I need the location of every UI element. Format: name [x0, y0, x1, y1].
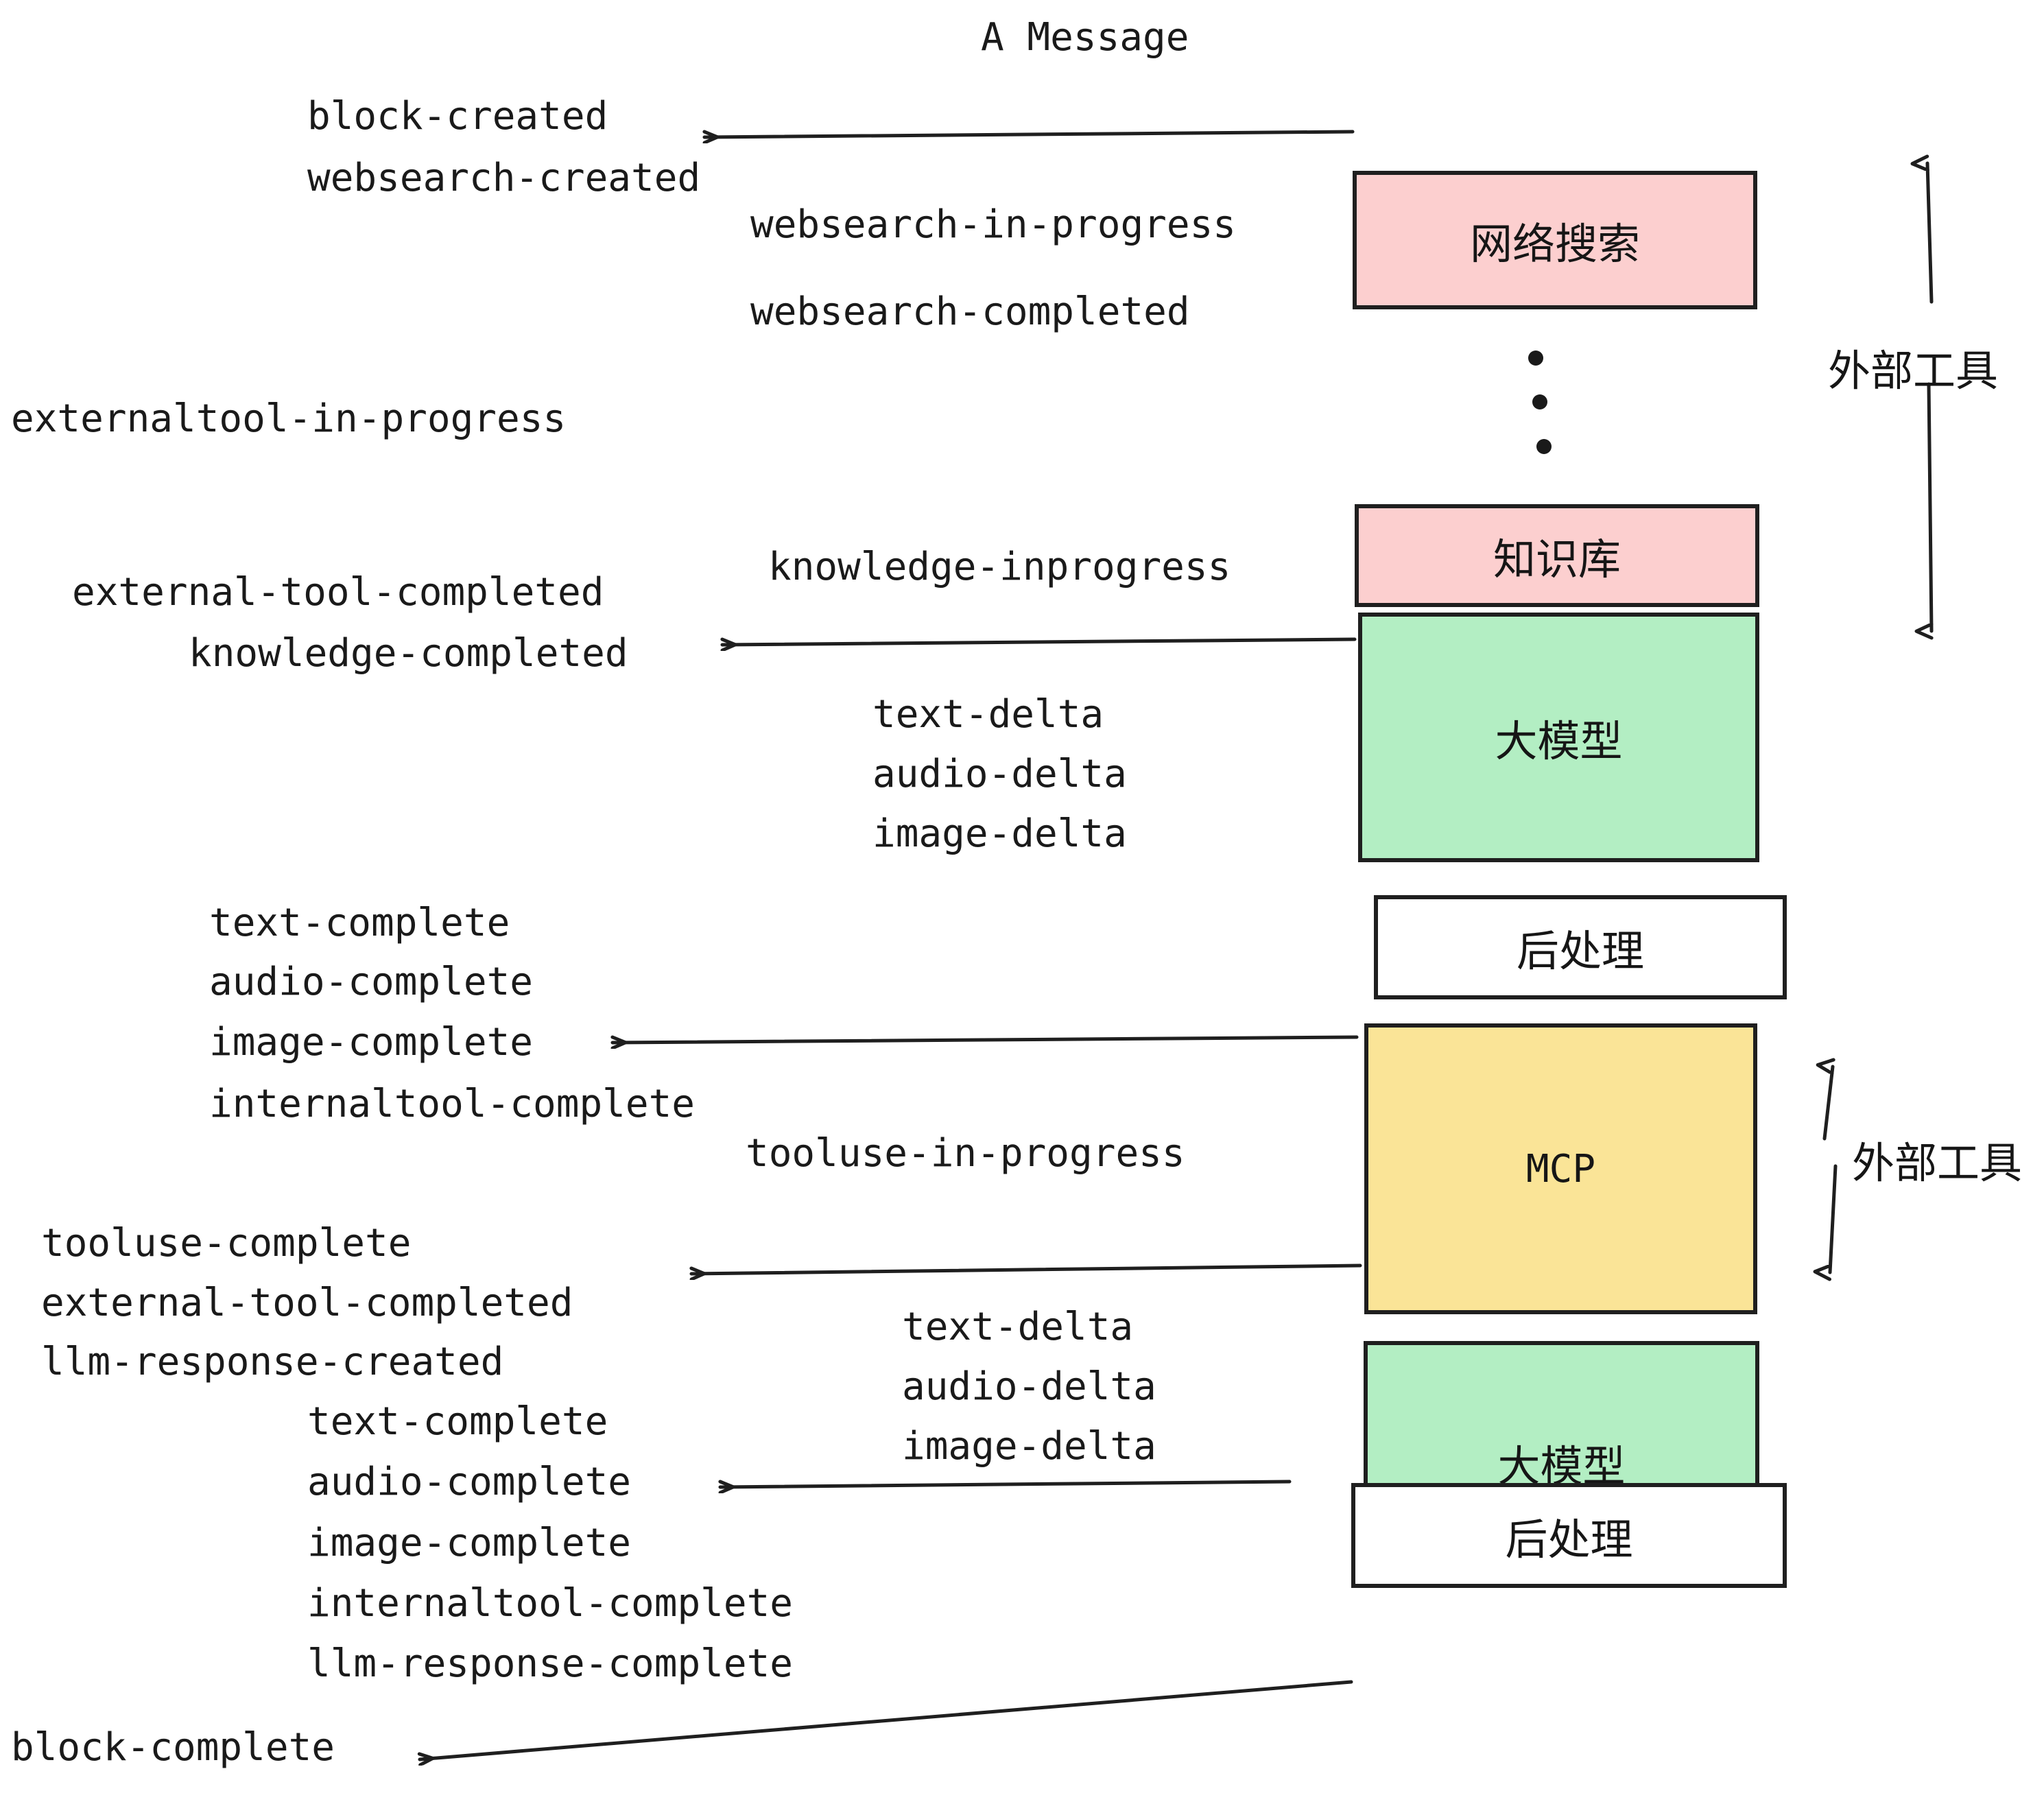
ellipsis-dot-2: [1532, 394, 1547, 410]
ellipsis-dot-1: [1528, 351, 1543, 366]
arrow-knowledge-to-events: [722, 637, 1357, 645]
event-websearch-created: websearch-created: [307, 156, 701, 200]
event-websearch-completed: websearch-completed: [750, 289, 1190, 334]
event-image-delta-1: image-delta: [872, 811, 1127, 856]
event-text-complete-1: text-complete: [209, 901, 510, 945]
node-mcp[interactable]: MCP: [1364, 1023, 1757, 1314]
event-image-complete-1: image-complete: [209, 1020, 534, 1065]
node-knowledge[interactable]: 知识库: [1355, 504, 1759, 607]
event-image-delta-2: image-delta: [902, 1424, 1156, 1469]
arrow-postproc2-to-block: [420, 1680, 1353, 1759]
event-text-complete-2: text-complete: [307, 1399, 608, 1444]
ellipsis-dot-3: [1536, 439, 1552, 454]
event-image-complete-2: image-complete: [307, 1521, 632, 1565]
event-externaltool-in-progress: externaltool-in-progress: [11, 396, 567, 441]
arrow-llm2-to-events: [720, 1480, 1292, 1487]
event-llm-response-created: llm-response-created: [41, 1340, 504, 1384]
node-llm-2-label: 大模型: [1497, 1440, 1626, 1491]
node-websearch[interactable]: 网络搜索: [1353, 171, 1757, 309]
event-internaltool-complete-1: internaltool-complete: [209, 1082, 696, 1126]
external-tool-arrow-up-top: [1927, 163, 1934, 304]
event-knowledge-completed: knowledge-completed: [189, 631, 628, 676]
node-websearch-label: 网络搜索: [1469, 219, 1640, 269]
arrow-llm1-to-events: [613, 1035, 1359, 1043]
event-block-complete: block-complete: [11, 1725, 335, 1770]
event-internaltool-complete-2: internaltool-complete: [307, 1581, 794, 1626]
event-websearch-in-progress: websearch-in-progress: [750, 202, 1237, 247]
external-tool-arrow-down-bottom: [1830, 1164, 1838, 1272]
event-tooluse-complete: tooluse-complete: [41, 1221, 412, 1266]
event-audio-complete-1: audio-complete: [209, 960, 534, 1004]
external-tool-label-bottom: 外部工具: [1852, 1138, 2023, 1188]
event-external-tool-completed-1: external-tool-completed: [72, 570, 604, 615]
event-text-delta-1: text-delta: [872, 692, 1104, 737]
event-audio-delta-2: audio-delta: [902, 1364, 1156, 1409]
event-audio-complete-2: audio-complete: [307, 1460, 632, 1504]
event-llm-response-complete: llm-response-complete: [307, 1641, 794, 1686]
event-external-tool-completed-2: external-tool-completed: [41, 1281, 573, 1325]
event-audio-delta-1: audio-delta: [872, 752, 1127, 796]
event-knowledge-inprogress: knowledge-inprogress: [768, 545, 1231, 589]
node-postprocess-1-label: 后处理: [1516, 926, 1644, 976]
node-postprocess-2-label: 后处理: [1505, 1514, 1633, 1565]
node-mcp-label: MCP: [1525, 1146, 1596, 1191]
node-llm-1-label: 大模型: [1495, 716, 1623, 766]
node-postprocess-1[interactable]: 后处理: [1374, 895, 1787, 999]
event-tooluse-in-progress: tooluse-in-progress: [746, 1131, 1185, 1176]
arrow-mcp-to-events: [691, 1263, 1362, 1274]
node-llm-1[interactable]: 大模型: [1358, 613, 1759, 862]
external-tool-label-top: 外部工具: [1828, 346, 1999, 396]
node-knowledge-label: 知识库: [1493, 534, 1621, 584]
external-tool-arrow-down-top: [1929, 382, 1932, 631]
arrow-websearch-to-block: [704, 130, 1355, 137]
event-text-delta-2: text-delta: [902, 1305, 1134, 1349]
diagram-title: A Message: [981, 15, 1189, 60]
node-postprocess-2[interactable]: 后处理: [1351, 1483, 1787, 1588]
external-tool-arrow-up-bottom: [1825, 1067, 1833, 1141]
event-block-created: block-created: [307, 94, 608, 139]
